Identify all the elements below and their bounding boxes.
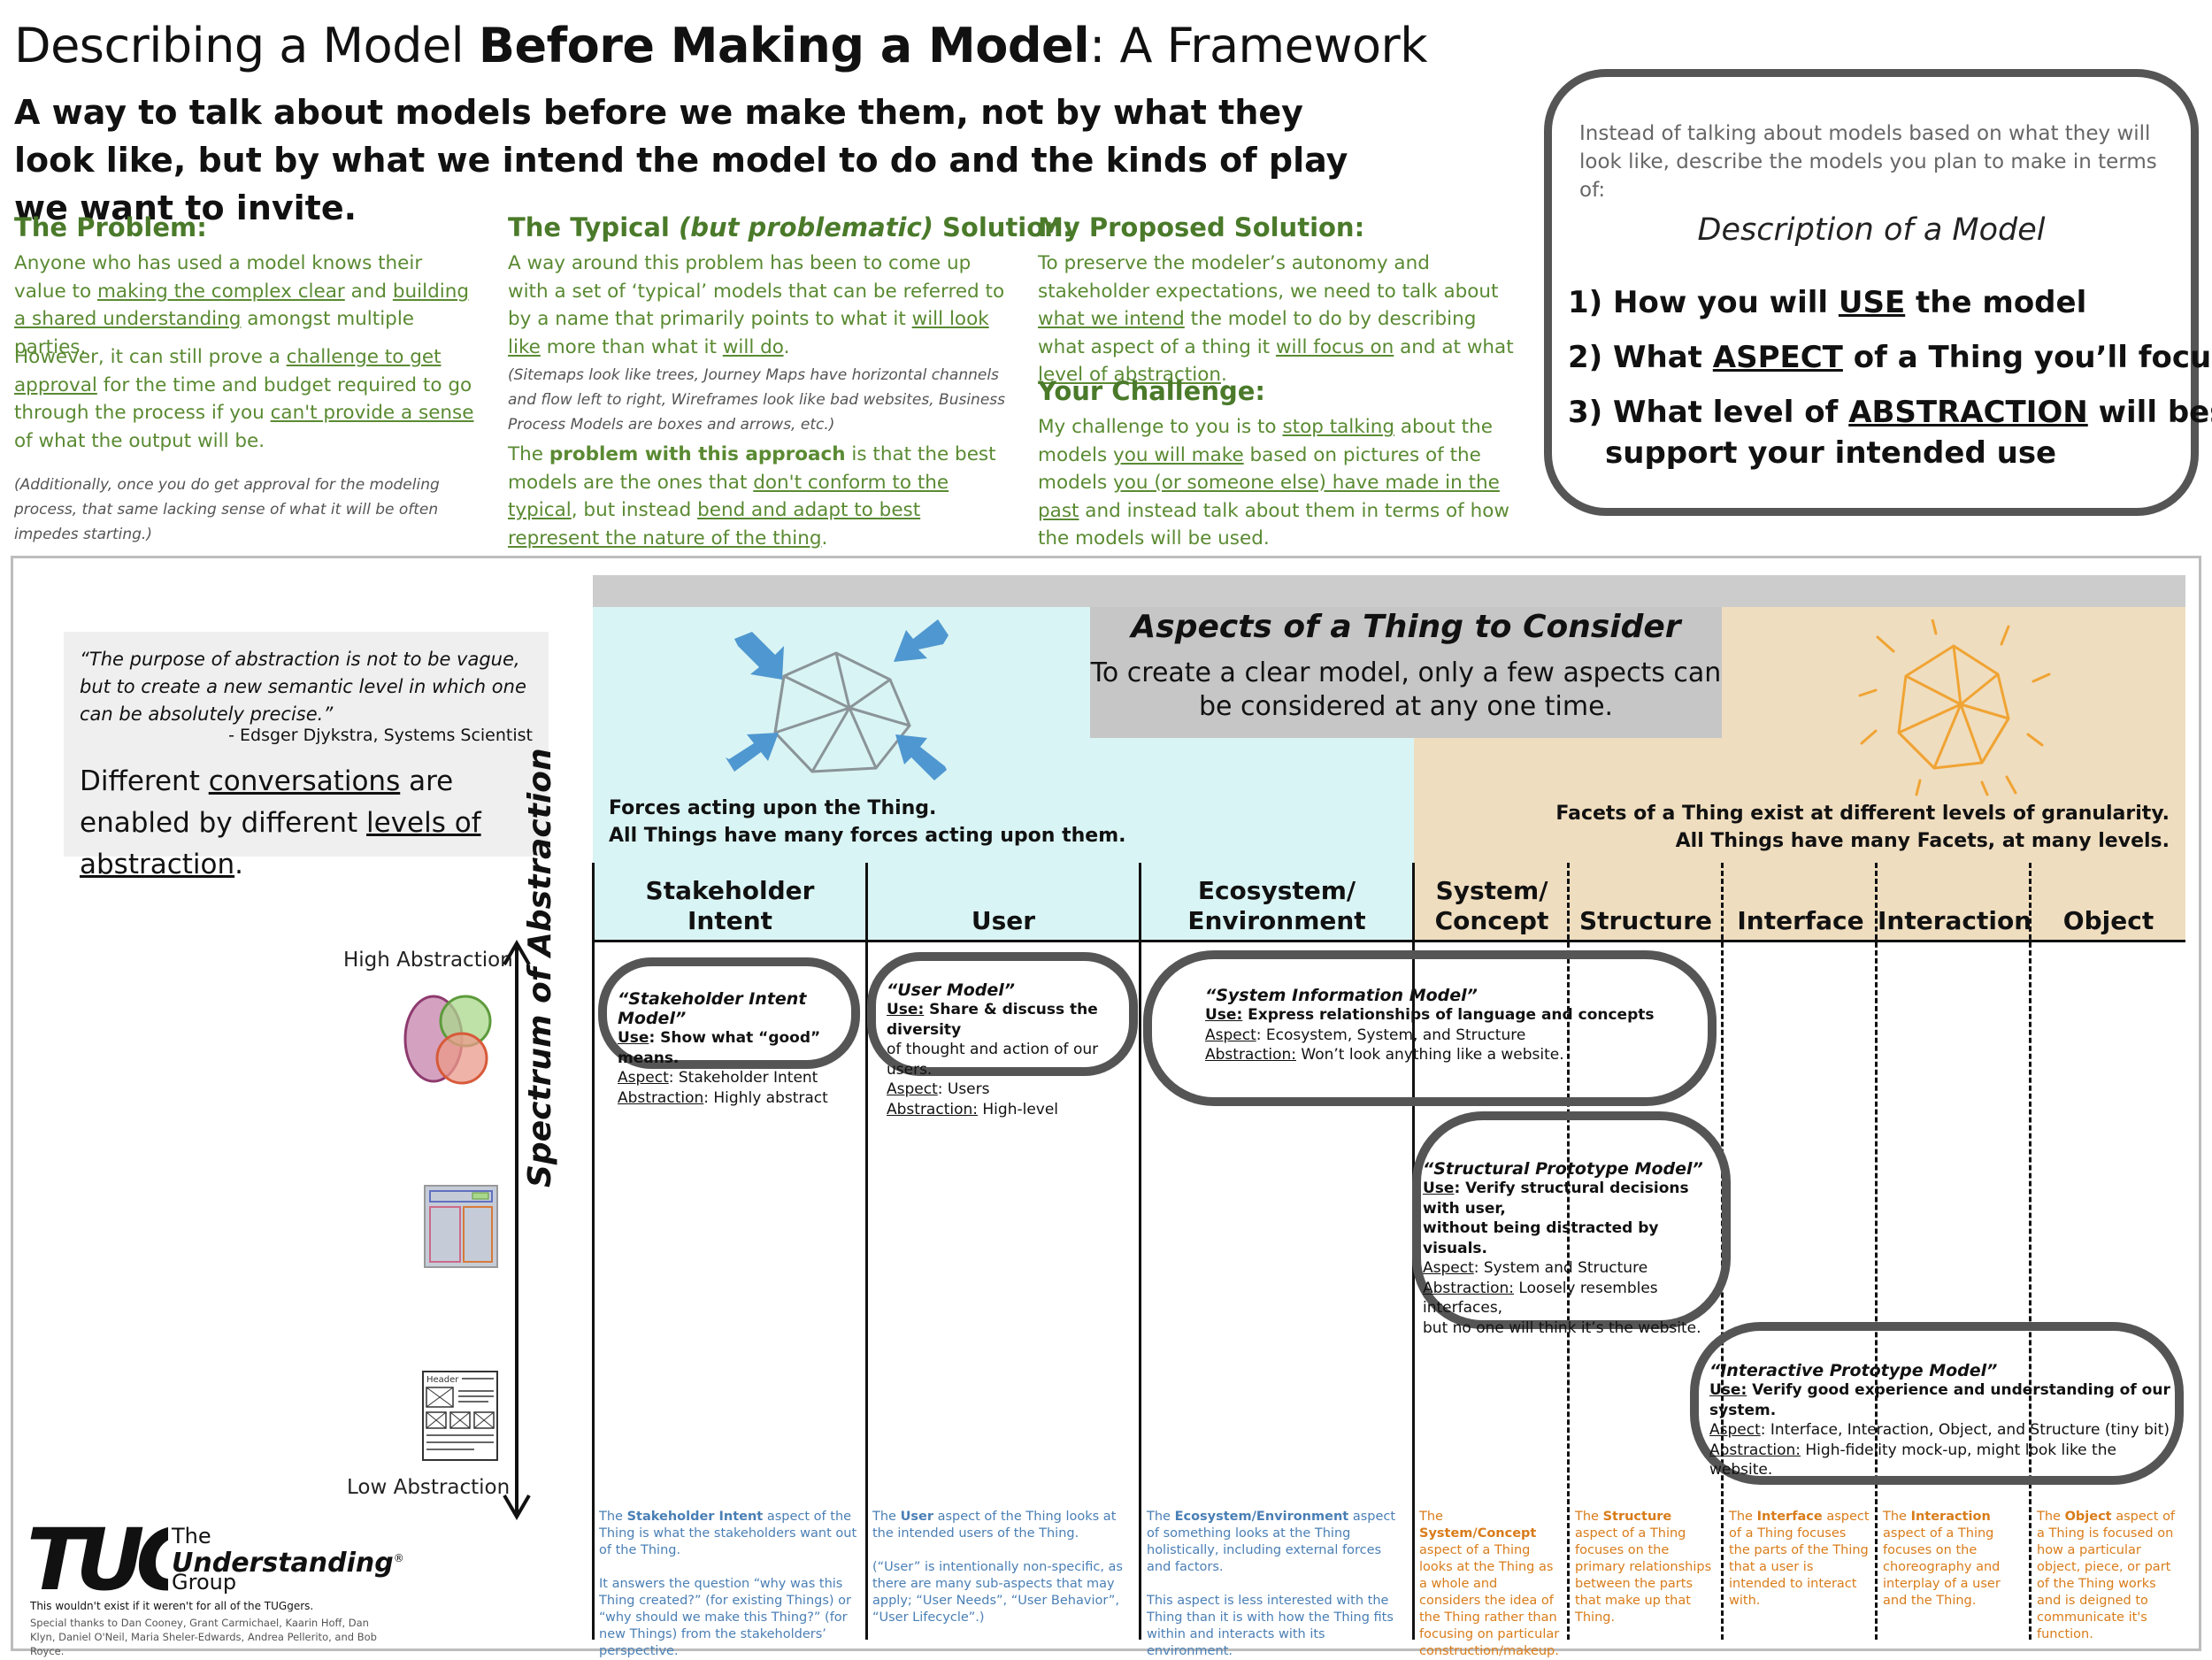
interface-description: The Interface aspect of a Thing focuses … [1729, 1510, 1870, 1608]
structural-prototype-model: “Structural Prototype Model” Use: Verify… [1423, 1159, 1703, 1337]
typical-note: (Sitemaps look like trees, Journey Maps … [508, 366, 1006, 434]
typical-paragraph-2: The problem with this approach is that t… [508, 443, 996, 549]
problem-paragraph-2: However, it can still prove a challenge … [14, 346, 474, 452]
column-interface: Interface [1737, 906, 1864, 935]
spectrum-of-abstraction-label: Spectrum of Abstraction [522, 748, 558, 1187]
quote-box [64, 632, 549, 857]
aspects-title: Aspects of a Thing to Consider [1131, 609, 1681, 645]
typical-heading: The Typical (but problematic) Solution: [508, 212, 1073, 242]
problem-heading: The Problem: [14, 212, 207, 242]
callout-item-use: 1) How you will USE the model [1568, 285, 2087, 320]
system-concept-description: The System/Concept aspect of a Thing loo… [1419, 1510, 1560, 1658]
abstraction-arrow-icon [503, 940, 531, 1520]
object-description: The Object aspect of a Thing is focused … [2037, 1510, 2176, 1641]
interactive-prototype-model-outline [1690, 1322, 2184, 1485]
credits-thanks: Special thanks to Dan Cooney, Grant Carm… [30, 1617, 377, 1657]
grid-line [865, 863, 868, 1640]
dijkstra-quote: “The purpose of abstraction is not to be… [80, 649, 526, 725]
logo-the: The [172, 1524, 211, 1549]
callout-description-title: Description of a Model [1697, 212, 2046, 248]
header-divider [593, 940, 2185, 942]
user-model: “User Model” Use: Share & discuss the di… [887, 980, 1099, 1118]
description-callout [1544, 69, 2199, 516]
quote-attribution: - Edsger Djykstra, Systems Scientist [228, 726, 533, 745]
svg-text:TUG: TUG [27, 1520, 168, 1596]
forces-polyhedron-icon [726, 619, 949, 780]
tug-logo-mark-icon: TUG [27, 1520, 168, 1596]
wireframe-layout-icon [424, 1185, 498, 1268]
challenge-paragraph: My challenge to you is to stop talking a… [1038, 416, 1509, 549]
stakeholder-intent-model-outline [598, 957, 860, 1069]
aspects-top-bar [593, 575, 2185, 607]
user-description: The User aspect of the Thing looks at th… [872, 1510, 1123, 1625]
grid-dashed-line [2029, 863, 2032, 1640]
conversations-statement: Different conversations are enabled by d… [80, 765, 481, 880]
structural-prototype-model-outline [1412, 1111, 1731, 1329]
ecosystem-description: The Ecosystem/Environment aspect of some… [1147, 1510, 1396, 1658]
low-abstraction-label: Low Abstraction [347, 1476, 511, 1499]
stakeholder-intent-description: The Stakeholder Intent aspect of the Thi… [599, 1510, 857, 1658]
callout-item-abstraction: 3) What level of ABSTRACTION will best [1568, 395, 2212, 430]
callout-item-abstraction-cont: support your intended use [1605, 435, 2057, 471]
interactive-prototype-model: “Interactive Prototype Model” Use: Verif… [1709, 1361, 2170, 1479]
callout-lead: Instead of talking about models based on… [1579, 122, 2157, 202]
high-abstraction-label: High Abstraction [343, 949, 513, 972]
facets-caption: Facets of a Thing exist at different lev… [1555, 803, 2170, 852]
facets-polyhedron-icon [1858, 619, 2051, 796]
column-object: Object [2062, 906, 2154, 935]
forces-caption: Forces acting upon the Thing.All Things … [609, 797, 1126, 847]
column-ecosystem: Ecosystem/Environment [1187, 876, 1366, 935]
problem-note: (Additionally, once you do get approval … [14, 476, 440, 543]
column-interaction: Interaction [1878, 906, 2032, 935]
logo-group: Group [172, 1570, 237, 1595]
typical-paragraph-1: A way around this problem has been to co… [508, 252, 1005, 358]
page-subtitle: A way to talk about models before we mak… [14, 93, 1348, 227]
grid-line [1139, 863, 1141, 1640]
callout-item-aspect: 2) What ASPECT of a Thing you’ll focus o… [1568, 340, 2212, 375]
problem-paragraph-1: Anyone who has used a model knows their … [14, 252, 469, 358]
interaction-description: The Interaction aspect of a Thing focuse… [1883, 1510, 2001, 1608]
user-model-outline [867, 952, 1138, 1076]
challenge-heading: Your Challenge: [1038, 376, 1266, 406]
svg-text:Header: Header [426, 1375, 459, 1385]
structure-description: The Structure aspect of a Thing focuses … [1575, 1510, 1712, 1625]
stakeholder-intent-model: “Stakeholder Intent Model” Use: Show wha… [618, 989, 828, 1107]
proposed-paragraph: To preserve the modeler’s autonomy and s… [1038, 252, 1514, 386]
framework-diagram-frame [11, 556, 2201, 1651]
column-structure: Structure [1578, 906, 1712, 935]
logo-understanding: Understanding® [172, 1548, 404, 1579]
aspects-header-box [1090, 607, 1722, 738]
page-mockup-icon: Header [422, 1371, 498, 1461]
credits-line: This wouldn't exist if it weren't for al… [30, 1600, 314, 1612]
page-title: Describing a Model Before Making a Model… [14, 18, 1428, 73]
grid-dashed-line [1567, 863, 1570, 1640]
venn-diagram-icon [403, 995, 492, 1085]
column-user: User [971, 906, 1036, 935]
system-information-model: “System Information Model” Use: Express … [1205, 986, 1655, 1064]
proposed-heading: My Proposed Solution: [1038, 212, 1365, 242]
system-information-model-outline [1143, 950, 1717, 1106]
grid-dashed-line [1875, 863, 1878, 1640]
column-system-concept: System/Concept [1434, 876, 1549, 935]
aspects-subtitle: To create a clear model, only a few aspe… [1090, 657, 1722, 722]
grid-line [592, 863, 595, 1640]
